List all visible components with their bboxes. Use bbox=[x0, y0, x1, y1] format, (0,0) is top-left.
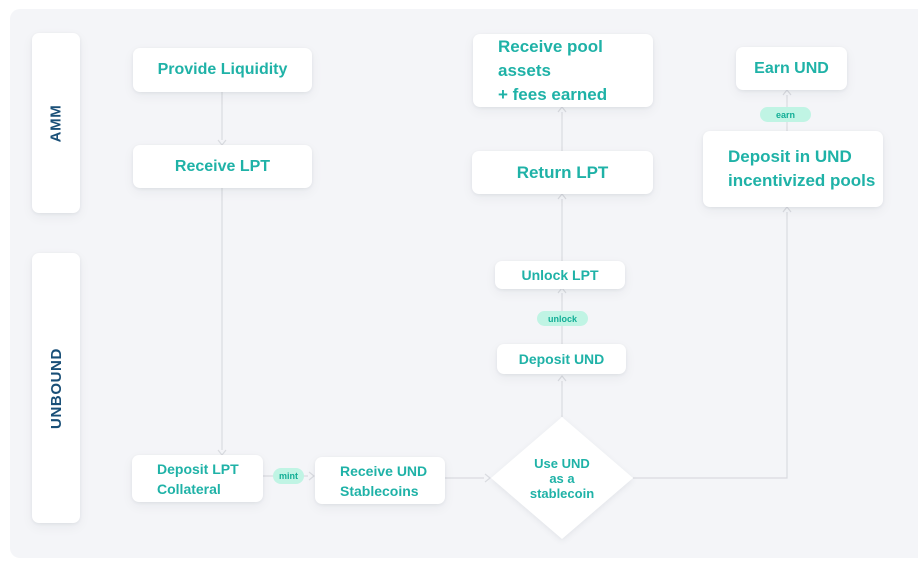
lane-unbound-label: UNBOUND bbox=[47, 347, 65, 429]
lane-amm: AMM bbox=[32, 33, 80, 213]
node-deposit-lpt-collateral: Deposit LPT Collateral bbox=[132, 455, 263, 502]
lane-amm-label: AMM bbox=[47, 104, 65, 142]
edge-pill-unlock: unlock bbox=[537, 311, 588, 326]
node-deposit-incentivized-pools: Deposit in UND incentivized pools bbox=[703, 131, 883, 207]
lane-unbound: UNBOUND bbox=[32, 253, 80, 523]
edge-pill-mint: mint bbox=[273, 468, 304, 484]
node-receive-und-stablecoins: Receive UND Stablecoins bbox=[315, 457, 445, 504]
node-deposit-und: Deposit UND bbox=[497, 344, 626, 374]
node-receive-lpt: Receive LPT bbox=[133, 145, 312, 188]
node-return-lpt: Return LPT bbox=[472, 151, 653, 194]
node-provide-liquidity: Provide Liquidity bbox=[133, 48, 312, 92]
arrow-diamond-to-incentivized bbox=[633, 212, 788, 479]
node-use-und-stablecoin: Use UND as a stablecoin bbox=[491, 417, 633, 539]
node-receive-pool-assets: Receive pool assets + fees earned bbox=[473, 34, 653, 107]
node-earn-und: Earn UND bbox=[736, 47, 847, 90]
edge-pill-earn: earn bbox=[760, 107, 811, 122]
diamond-shape: Use UND as a stablecoin bbox=[491, 417, 633, 539]
node-unlock-lpt: Unlock LPT bbox=[495, 261, 625, 289]
